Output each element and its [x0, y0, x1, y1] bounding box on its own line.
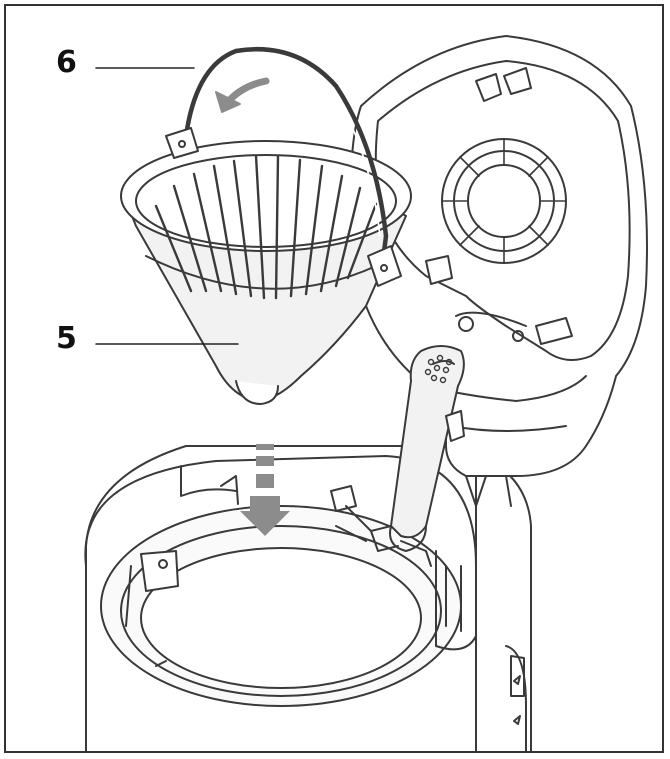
callout-6: 6 — [56, 45, 77, 80]
filter-holder — [120, 140, 412, 405]
insert-direction-arrow — [240, 444, 290, 536]
swing-arm — [389, 345, 465, 552]
coffee-maker-base — [84, 445, 532, 751]
callout-5: 5 — [56, 321, 77, 356]
coffee-maker-illustration — [84, 35, 648, 751]
filter-holder-handle — [165, 46, 402, 287]
diagram-frame: 6 5 — [4, 4, 664, 753]
